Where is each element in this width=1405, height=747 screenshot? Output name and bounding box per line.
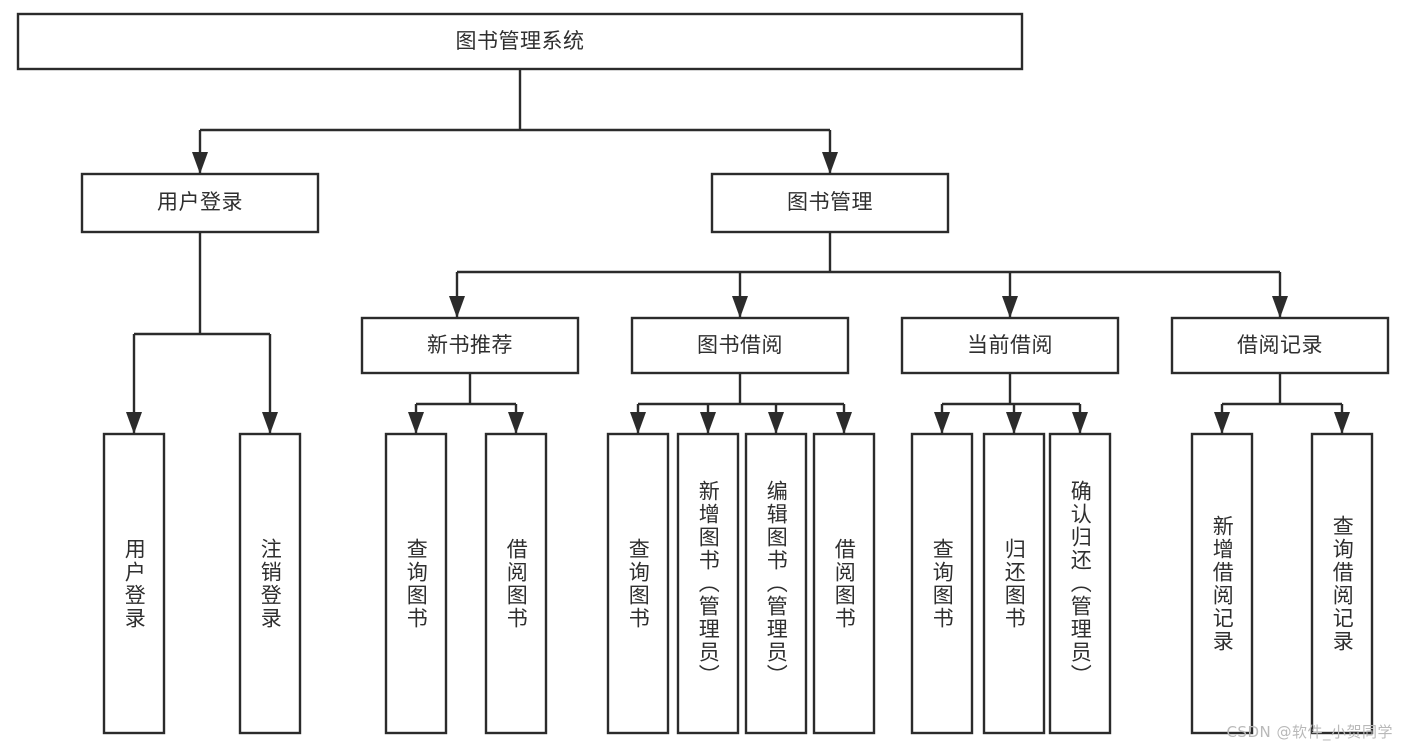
arrow-head-icon [1006, 412, 1022, 434]
arrow-head-icon [1334, 412, 1350, 434]
node-box-leaf-add-book[interactable] [676, 432, 740, 735]
node-box-leaf-user-logout[interactable] [238, 432, 302, 735]
arrow-head-icon [1214, 412, 1230, 434]
node-box-borrow-record[interactable] [1170, 316, 1390, 375]
edge-group-borrow-record-to-leaves [1214, 373, 1350, 434]
node-box-leaf-confirm-return[interactable] [1048, 432, 1112, 735]
arrow-head-icon [192, 152, 208, 174]
arrow-head-icon [508, 412, 524, 434]
node-box-leaf-add-record[interactable] [1190, 432, 1254, 735]
node-box-leaf-query-book-1[interactable] [384, 432, 448, 735]
arrow-head-icon [732, 296, 748, 318]
arrow-head-icon [822, 152, 838, 174]
csdn-watermark: CSDN @软件_小贺同学 [1226, 723, 1393, 741]
node-box-root[interactable] [16, 12, 1024, 71]
node-box-book-manage[interactable] [710, 172, 950, 234]
node-box-layer [16, 12, 1390, 735]
edge-group-current-borrow-to-leaves [934, 373, 1088, 434]
node-box-leaf-borrow-book-2[interactable] [812, 432, 876, 735]
edge-group-book-manage-to-level2 [449, 232, 1288, 318]
node-box-new-book-rec[interactable] [360, 316, 580, 375]
arrow-head-icon [630, 412, 646, 434]
arrow-head-icon [1002, 296, 1018, 318]
node-box-leaf-edit-book[interactable] [744, 432, 808, 735]
node-box-leaf-user-login[interactable] [102, 432, 166, 735]
node-box-leaf-query-book-3[interactable] [910, 432, 974, 735]
edge-group-user-login-to-leaves [126, 232, 278, 434]
arrow-head-icon [700, 412, 716, 434]
arrow-head-icon [1072, 412, 1088, 434]
node-box-book-borrow[interactable] [630, 316, 850, 375]
node-box-current-borrow[interactable] [900, 316, 1120, 375]
edge-group-new-book-rec-to-leaves [408, 373, 524, 434]
arrow-head-icon [934, 412, 950, 434]
node-box-leaf-return-book[interactable] [982, 432, 1046, 735]
arrow-head-icon [408, 412, 424, 434]
arrow-head-icon [1272, 296, 1288, 318]
arrow-head-icon [836, 412, 852, 434]
arrow-head-icon [262, 412, 278, 434]
arrow-head-icon [449, 296, 465, 318]
node-box-user-login[interactable] [80, 172, 320, 234]
edge-group-root-to-level1 [192, 69, 838, 174]
arrow-head-icon [768, 412, 784, 434]
arrow-head-icon [126, 412, 142, 434]
node-box-leaf-borrow-book-1[interactable] [484, 432, 548, 735]
node-box-leaf-query-book-2[interactable] [606, 432, 670, 735]
node-box-leaf-query-record[interactable] [1310, 432, 1374, 735]
edge-group-book-borrow-to-leaves [630, 373, 852, 434]
connector-layer [126, 69, 1350, 434]
